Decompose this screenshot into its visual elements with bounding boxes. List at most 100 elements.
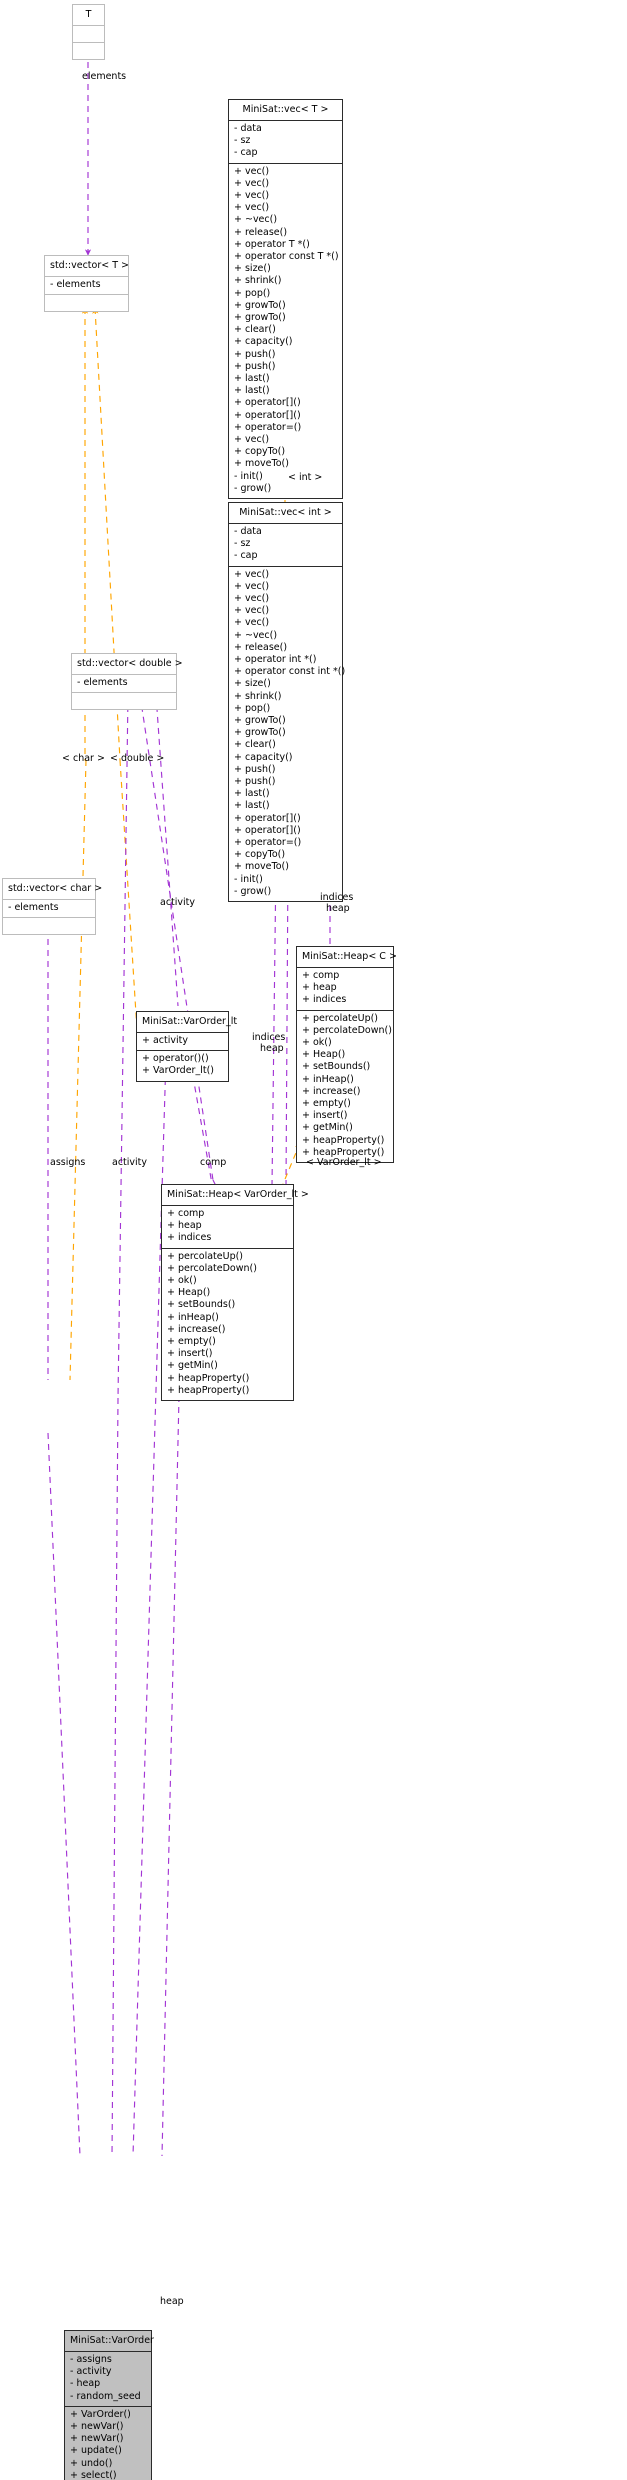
operation-row: + growTo() [234, 299, 286, 311]
attribute-row: - sz [234, 538, 251, 550]
operation-row: + operator int *() [234, 654, 317, 666]
class-attributes-vector-double: - elements [72, 674, 176, 692]
operation-row: + release() [234, 641, 288, 653]
attribute-row: - sz [234, 135, 251, 147]
operation-row: + heapProperty() [167, 1372, 250, 1384]
operation-row: + clear() [234, 739, 276, 751]
operation-row: + insert() [167, 1348, 213, 1360]
class-attributes-vector-char: - elements [3, 899, 95, 917]
operation-row: + capacity() [234, 336, 293, 348]
class-attributes-vec-t: - data - sz - cap [229, 120, 342, 163]
operation-row: + operator[]() [234, 397, 301, 409]
operation-row: + size() [234, 263, 271, 275]
operation-row: - init() [234, 873, 263, 885]
class-title-varorder-lt: MiniSat::VarOrder_lt [142, 1016, 238, 1027]
operation-row: + last() [234, 788, 270, 800]
attribute-row: - random_seed [70, 2390, 141, 2402]
edge-label-heap-bottom: heap [160, 2296, 184, 2307]
class-box-varorder-lt[interactable]: MiniSat::VarOrder_lt + activity + operat… [136, 1011, 238, 1082]
operation-row: + getMin() [167, 1360, 218, 1372]
operation-row: + vec() [234, 202, 270, 214]
class-title-vector-char: std::vector< char > [8, 883, 103, 894]
edge-label-activity-low: activity [112, 1157, 148, 1168]
class-title-t: T [85, 9, 92, 20]
operation-row: + setBounds() [302, 1061, 371, 1073]
class-box-vec-t[interactable]: MiniSat::vec< T > - data - sz - cap + ve… [228, 99, 343, 500]
operation-row: + release() [234, 226, 288, 238]
class-operations-vec-int: + vec() + vec() + vec() + vec() + vec() … [229, 565, 345, 901]
operation-row: + last() [234, 800, 270, 812]
attribute-row: - heap [70, 2378, 101, 2390]
attribute-row: - data [234, 123, 262, 134]
operation-row: + percolateUp() [302, 1012, 379, 1024]
edge-label-elements: elements [82, 71, 127, 82]
operation-row: + push() [234, 763, 276, 775]
attribute-row: + comp [167, 1208, 205, 1219]
class-box-vector-t[interactable]: std::vector< T > - elements [44, 255, 130, 313]
edge-label-heap-right: heap [326, 903, 350, 914]
edge-label-indices-mid: indices [252, 1032, 286, 1043]
operation-row: + getMin() [302, 1122, 353, 1134]
operation-row: + ~vec() [234, 629, 278, 641]
operation-row: + percolateDown() [167, 1262, 257, 1274]
operation-row: + increase() [167, 1323, 226, 1335]
class-operations-varorder-lt: + operator()() + VarOrder_lt() [137, 1050, 228, 1080]
class-title-vec-t: MiniSat::vec< T > [242, 104, 329, 115]
class-attributes-varorder-lt: + activity [137, 1032, 228, 1050]
operation-row: + push() [234, 776, 276, 788]
attribute-row: + activity [142, 1035, 188, 1046]
edge-label-assigns: assigns [50, 1157, 86, 1168]
operation-row: + Heap() [167, 1287, 211, 1299]
attribute-row: + comp [302, 970, 340, 981]
operation-row: + heapProperty() [302, 1134, 385, 1146]
operation-row: + shrink() [234, 275, 282, 287]
class-box-vec-int[interactable]: MiniSat::vec< int > - data - sz - cap + … [228, 502, 345, 903]
class-operations-vector-t [45, 294, 128, 311]
operation-row: + Heap() [302, 1049, 346, 1061]
operation-row: + setBounds() [167, 1299, 236, 1311]
class-attributes-heap-c: + comp + heap + indices [297, 967, 393, 1010]
operation-row: + growTo() [234, 312, 286, 324]
class-box-varorder[interactable]: MiniSat::VarOrder - assigns - activity -… [64, 2330, 154, 2480]
class-box-heap-varorder-lt[interactable]: MiniSat::Heap< VarOrder_lt > + comp + he… [161, 1184, 309, 1402]
class-box-t[interactable]: T [72, 4, 105, 60]
class-title-varorder: MiniSat::VarOrder [70, 2335, 154, 2346]
operation-row: + operator()() [142, 1053, 209, 1065]
operation-row: + moveTo() [234, 458, 289, 470]
class-box-vector-char[interactable]: std::vector< char > - elements [2, 878, 103, 936]
operation-row: + operator=() [234, 421, 302, 433]
operation-row: + operator const T *() [234, 251, 339, 263]
operation-row: + vec() [234, 177, 270, 189]
operation-row: + vec() [234, 434, 270, 446]
operation-row: + vec() [234, 617, 270, 629]
operation-row: + shrink() [234, 690, 282, 702]
attribute-row: - elements [8, 902, 59, 913]
operation-row: + vec() [234, 190, 270, 202]
attribute-row: + heap [167, 1220, 202, 1232]
operation-row: + last() [234, 373, 270, 385]
edge-label-char-template: < char > [62, 753, 105, 764]
operation-row: + moveTo() [234, 861, 289, 873]
operation-row: + push() [234, 360, 276, 372]
operation-row: + growTo() [234, 727, 286, 739]
class-operations-varorder: + VarOrder() + newVar() + newVar() + upd… [65, 2405, 151, 2480]
class-title-vector-t: std::vector< T > [50, 260, 130, 271]
operation-row: + ok() [167, 1275, 197, 1287]
edge-label-comp: comp [200, 1157, 227, 1168]
class-title-heap-c: MiniSat::Heap< C > [302, 951, 397, 962]
operation-row: + percolateDown() [302, 1024, 392, 1036]
class-box-vector-double[interactable]: std::vector< double > - elements [71, 653, 183, 711]
edge-label-heap-mid: heap [260, 1043, 284, 1054]
class-box-heap-c[interactable]: MiniSat::Heap< C > + comp + heap + indic… [296, 946, 397, 1164]
operation-row: + pop() [234, 702, 271, 714]
class-operations-vec-t: + vec() + vec() + vec() + vec() + ~vec()… [229, 162, 342, 498]
attribute-row: - data [234, 526, 262, 537]
class-attributes-t [73, 25, 104, 42]
attribute-row: - activity [70, 2366, 112, 2378]
class-operations-heap-varorder-lt: + percolateUp() + percolateDown() + ok()… [162, 1247, 293, 1400]
operation-row: + operator=() [234, 837, 302, 849]
operation-row: + percolateUp() [167, 1250, 244, 1262]
operation-row: + empty() [167, 1336, 216, 1348]
operation-row: + operator T *() [234, 238, 310, 250]
operation-row: + copyTo() [234, 446, 286, 458]
